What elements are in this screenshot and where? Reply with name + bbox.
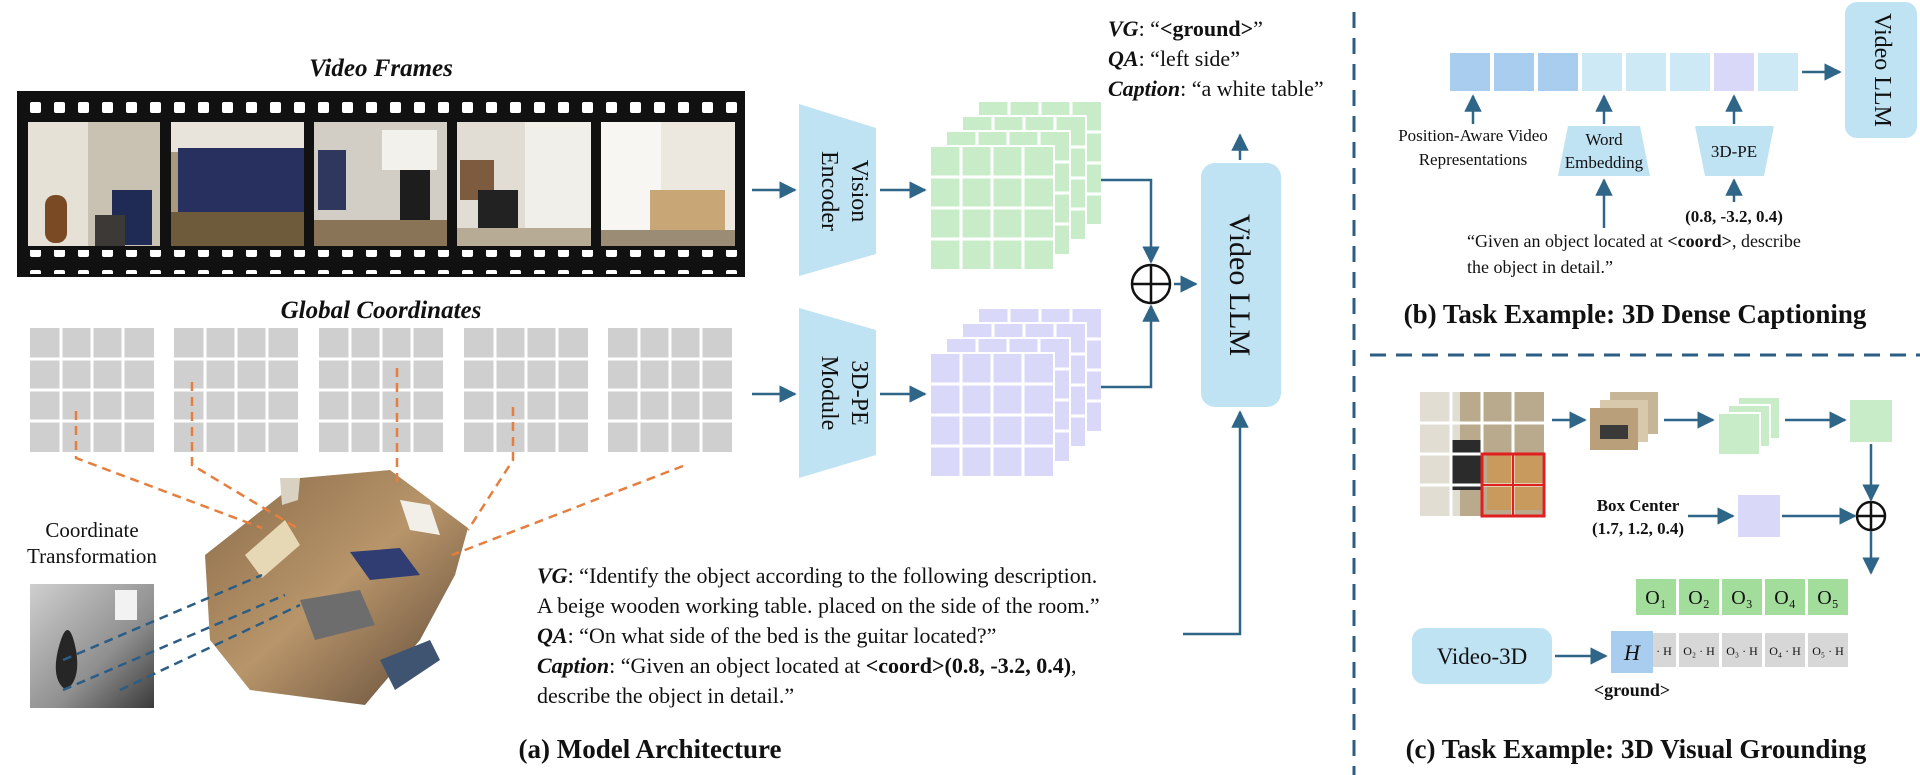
frame-bed [171,122,304,246]
video-llm-label: Video LLM [1223,214,1256,356]
panel-b-3d-pe-block [1695,126,1774,176]
ground-label: <ground> [1594,680,1670,700]
navy-depth-lines [62,573,301,692]
coord-grid-4 [464,328,588,452]
coord-grid-1 [30,328,154,452]
3d-pe-module-label-1: 3D-PE [846,360,872,425]
input-caption-line1-a: : “Given an object located at [609,653,866,678]
object-token-row [1634,577,1850,617]
global-coordinate-grids [30,328,732,452]
frame-curtain-table [601,122,735,246]
position-aware-label-2: Representations [1419,150,1528,169]
3d-pe-module-block: 3D-PE Module [799,308,876,478]
box-center-label: Box Center [1597,496,1680,515]
h-token-label: H [1623,640,1641,665]
3d-pe-module-label-2: Module [816,356,842,431]
input-vg-key: VG [537,563,568,588]
product-5: O₅ · H [1812,644,1844,658]
coord-grid-3 [319,328,443,452]
object-token-3: O₃ [1731,587,1752,609]
sum-operator [1130,263,1172,305]
output-caption-key: Caption [1108,76,1181,101]
input-qa-key: QA [537,623,568,648]
product-2: O₂ · H [1683,644,1715,658]
panel-c-arrows [1552,411,1880,665]
output-vg-key: VG [1108,16,1139,41]
coord-grid-2 [174,328,298,452]
product-3: O₃ · H [1726,644,1758,658]
panel-b-caption: (b) Task Example: 3D Dense Captioning [1404,299,1867,329]
orange-projection-lines [74,368,684,557]
word-embedding-block [1558,126,1650,176]
3d-room-reconstruction [205,470,468,705]
3d-pe-feature-stack [929,307,1103,478]
object-token-2: O₂ [1688,587,1709,609]
panel-c-crop-stack [1590,392,1658,450]
output-qa-key: QA [1108,46,1139,71]
panel-b-prompt-line1-a: “Given an object located at [1467,231,1668,251]
input-caption-key: Caption [537,653,610,678]
video-3d-block: Video-3D [1412,628,1552,684]
frame-bedroom-guitar [28,122,160,246]
output-answers: VG: “<ground>” QA: “left side” Caption: … [1108,14,1324,104]
panel-c-green-feature [1850,400,1892,442]
panel-b-prompt-coord: <coord> [1667,231,1732,251]
depth-map-image [30,584,154,708]
panel-b-coord-value: (0.8, -3.2, 0.4) [1685,207,1783,226]
video-frames-title: Video Frames [309,55,453,82]
coordinate-transformation-label-1: Coordinate [45,518,138,542]
vision-encoder-label-1: Vision [846,160,872,223]
panel-b-3d-pe-label: 3D-PE [1711,142,1757,161]
output-vg-open: : “ [1138,16,1160,41]
input-qa-line: : “On what side of the bed is the guitar… [567,623,997,648]
panel-b-prompt-line2: the object in detail.” [1467,257,1613,277]
word-embedding-label-1: Word [1585,130,1623,149]
panel-c-position-embedding [1738,495,1780,537]
video-llm-block: Video LLM [1201,163,1281,407]
output-vg-close: ” [1253,16,1263,41]
global-coordinates-title: Global Coordinates [281,297,482,324]
panel-b-prompt: “Given an object located at <coord>, des… [1467,228,1801,280]
panel-b-video-llm-block: Video LLM [1845,2,1917,138]
panel-b-video-llm-label: Video LLM [1869,13,1895,127]
object-token-1: O₁ [1645,587,1666,609]
object-token-5: O₅ [1817,587,1838,609]
frame-desk-chair [314,122,447,246]
panel-c-caption: (c) Task Example: 3D Visual Grounding [1406,734,1867,764]
object-token-4: O₄ [1774,587,1795,609]
panel-a-caption: (a) Model Architecture [519,734,782,764]
input-vg-line1: : “Identify the object according to the … [567,563,1098,588]
input-vg-line2: A beige wooden working table. placed on … [537,593,1100,618]
position-aware-label-1: Position-Aware Video [1398,126,1548,145]
input-instructions: VG: “Identify the object according to th… [537,561,1100,711]
output-qa-value: : “left side” [1138,46,1240,71]
panel-c-green-stack [1717,396,1781,456]
panel-b-prompt-line1-c: , describe [1731,231,1801,251]
vision-feature-stack [929,100,1103,271]
coordinate-transformation-label-2: Transformation [27,544,157,568]
box-center-value: (1.7, 1.2, 0.4) [1592,519,1684,538]
h-token: H [1611,631,1653,673]
output-vg-value: <ground> [1159,16,1254,41]
product-4: O₄ · H [1769,644,1801,658]
panel-b-arrows [1464,63,1842,228]
panel-a-arrows [752,133,1249,636]
input-caption-line2: describe the object in detail.” [537,683,795,708]
output-caption-value: : “a white table” [1180,76,1324,101]
token-sequence [1448,51,1800,93]
word-embedding-label-2: Embedding [1565,153,1644,172]
vision-encoder-block: Vision Encoder [799,104,876,276]
input-caption-coord: <coord>(0.8, -3.2, 0.4) [865,653,1072,678]
video-frames-film-strip [17,91,745,277]
coord-grid-5 [608,328,732,452]
panel-c-sum-operator [1855,500,1887,532]
input-caption-line1-c: , [1071,653,1077,678]
video-3d-label: Video-3D [1437,644,1528,669]
panel-c-image-grid [1420,392,1546,518]
vision-encoder-label-2: Encoder [816,151,842,231]
frame-office-chair [457,122,591,246]
